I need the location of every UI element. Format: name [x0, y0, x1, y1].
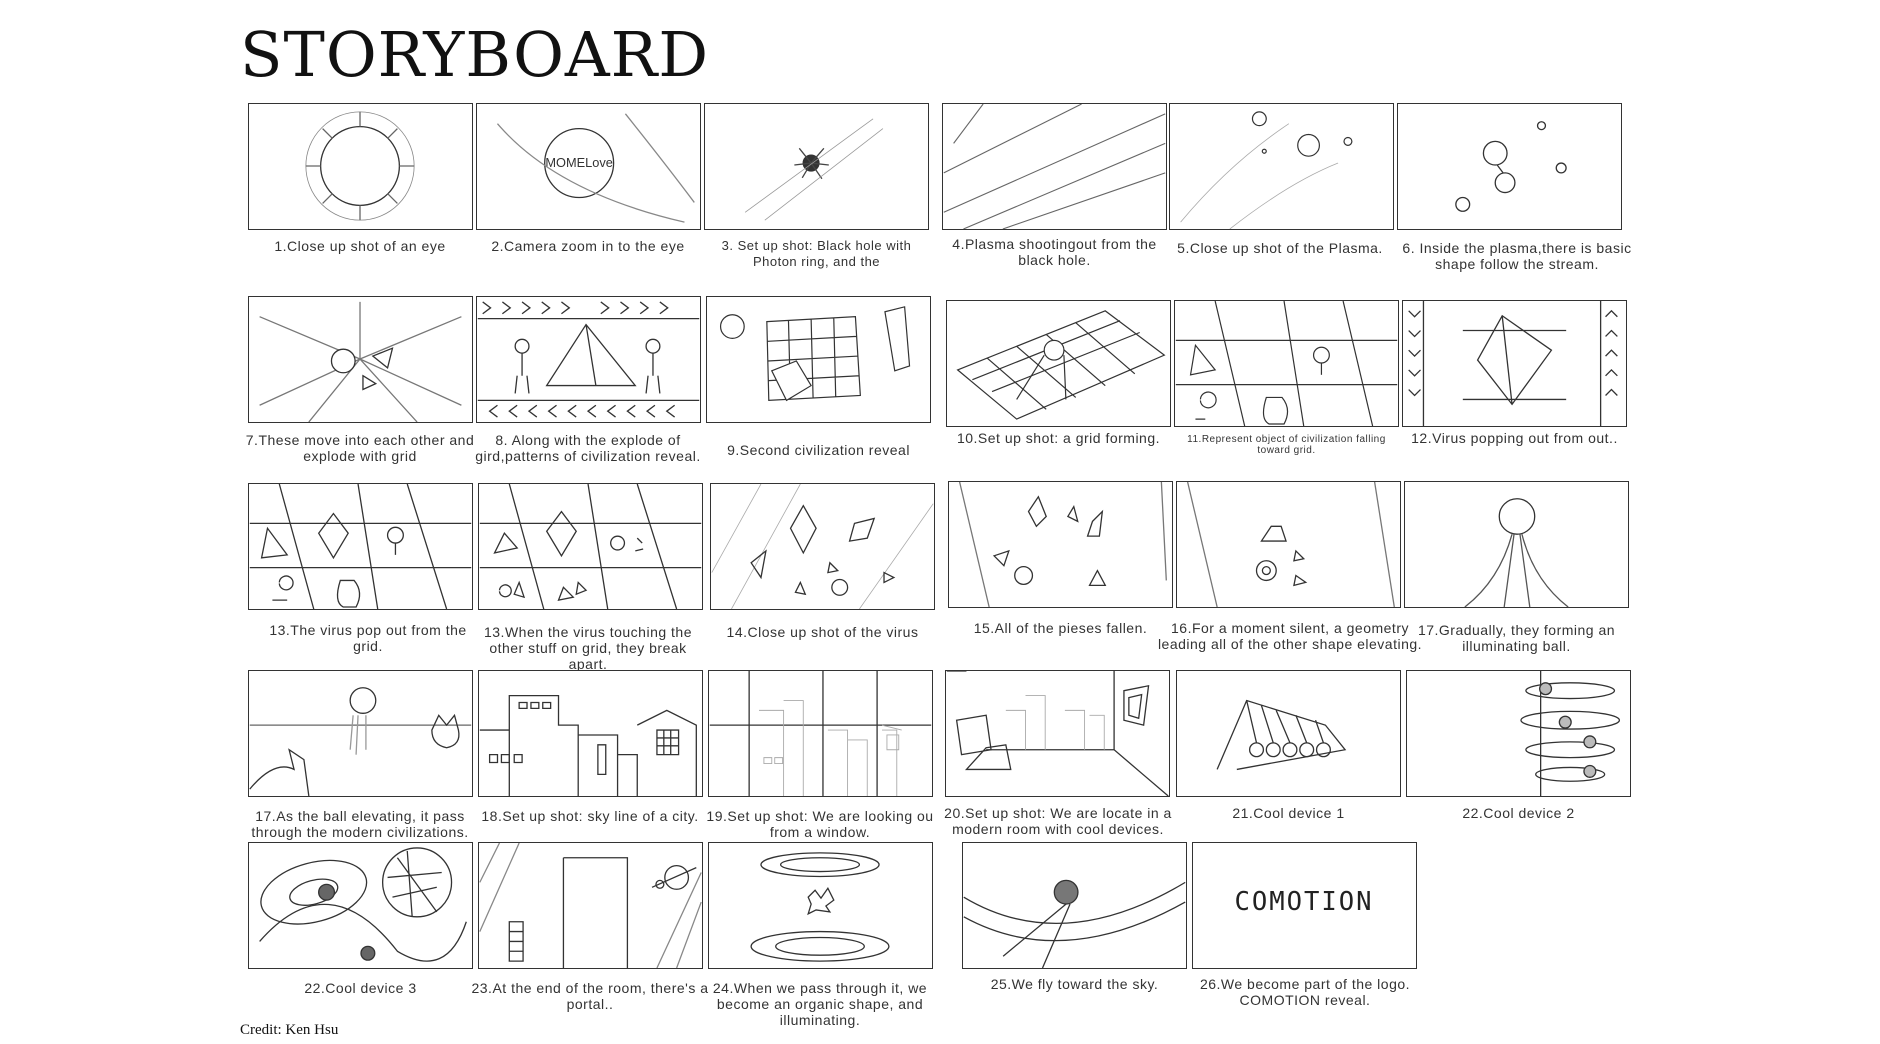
panel-sketch — [1404, 481, 1629, 608]
panel-sketch — [948, 481, 1173, 608]
panel-caption: 14.Close up shot of the virus — [726, 624, 919, 640]
panel-caption: 16.For a moment silent, a geometry leadi… — [1157, 620, 1423, 652]
sketch-text: MOMELove — [545, 155, 612, 170]
panel-caption: 11.Represent object of civilization fall… — [1187, 434, 1386, 456]
panel-sketch: COMOTION — [1192, 842, 1417, 969]
panel-caption: 13.When the virus touching the other stu… — [483, 624, 692, 672]
panel-sketch — [708, 842, 933, 969]
panel-caption: 12.Virus popping out from out.. — [1411, 430, 1618, 446]
panel-sketch — [942, 103, 1167, 230]
panel-caption: 17.Gradually, they forming an illuminati… — [1417, 622, 1616, 654]
panel-sketch — [962, 842, 1187, 969]
panel-sketch — [248, 670, 473, 797]
panel-sketch: MOMELove — [476, 103, 701, 230]
panel-caption: 3. Set up shot: Black hole with Photon r… — [721, 238, 912, 269]
page-title: STORYBOARD — [240, 18, 710, 91]
panel-sketch — [476, 296, 701, 423]
panel-caption: 22.Cool device 3 — [304, 980, 417, 996]
panel-sketch — [708, 670, 933, 797]
panel-caption: 7.These move into each other and explode… — [245, 432, 475, 464]
panel-caption: 26.We become part of the logo. COMOTION … — [1199, 976, 1411, 1008]
panel-sketch — [248, 103, 473, 230]
panel-caption: 8. Along with the explode of gird,patter… — [475, 432, 701, 464]
panel-sketch — [706, 296, 931, 423]
panel-caption: 9.Second civilization reveal — [727, 442, 910, 458]
panel-sketch — [1176, 670, 1401, 797]
panel-caption: 5.Close up shot of the Plasma. — [1177, 240, 1383, 256]
panel-caption: 25.We fly toward the sky. — [990, 976, 1159, 992]
panel-caption: 19.Set up shot: We are looking ou from a… — [706, 808, 934, 840]
panel-caption: 6. Inside the plasma,there is basic shap… — [1402, 240, 1632, 272]
panel-caption: 2.Camera zoom in to the eye — [491, 238, 685, 254]
panel-sketch — [248, 842, 473, 969]
panel-sketch — [248, 483, 473, 610]
panel-caption: 23.At the end of the room, there's a por… — [471, 980, 709, 1012]
panel-sketch — [1169, 103, 1394, 230]
panel-sketch — [710, 483, 935, 610]
panel-sketch — [478, 670, 703, 797]
panel-sketch — [704, 103, 929, 230]
panel-caption: 1.Close up shot of an eye — [274, 238, 446, 254]
panel-caption: 13.The virus pop out from the grid. — [269, 622, 467, 654]
panel-caption: 4.Plasma shootingout from the black hole… — [952, 236, 1157, 268]
panel-caption: 17.As the ball elevating, it pass throug… — [251, 808, 469, 840]
panel-sketch — [1402, 300, 1627, 427]
panel-caption: 15.All of the pieses fallen. — [973, 620, 1148, 636]
panel-caption: 22.Cool device 2 — [1462, 805, 1575, 821]
panel-caption: 21.Cool device 1 — [1232, 805, 1345, 821]
panel-sketch — [945, 670, 1170, 797]
panel-sketch — [248, 296, 473, 423]
logo-text: COMOTION — [1235, 887, 1374, 917]
panel-sketch — [478, 483, 703, 610]
panel-sketch — [946, 300, 1171, 427]
panel-caption: 10.Set up shot: a grid forming. — [956, 430, 1161, 446]
panel-sketch — [1406, 670, 1631, 797]
panel-sketch — [478, 842, 703, 969]
panel-sketch — [1176, 481, 1401, 608]
panel-caption: 20.Set up shot: We are locate in a moder… — [944, 805, 1172, 837]
credit-line: Credit: Ken Hsu — [240, 1022, 339, 1038]
panel-caption: 24.When we pass through it, we become an… — [712, 980, 928, 1028]
panel-caption: 18.Set up shot: sky line of a city. — [481, 808, 699, 824]
panel-sketch — [1397, 103, 1622, 230]
panel-sketch — [1174, 300, 1399, 427]
